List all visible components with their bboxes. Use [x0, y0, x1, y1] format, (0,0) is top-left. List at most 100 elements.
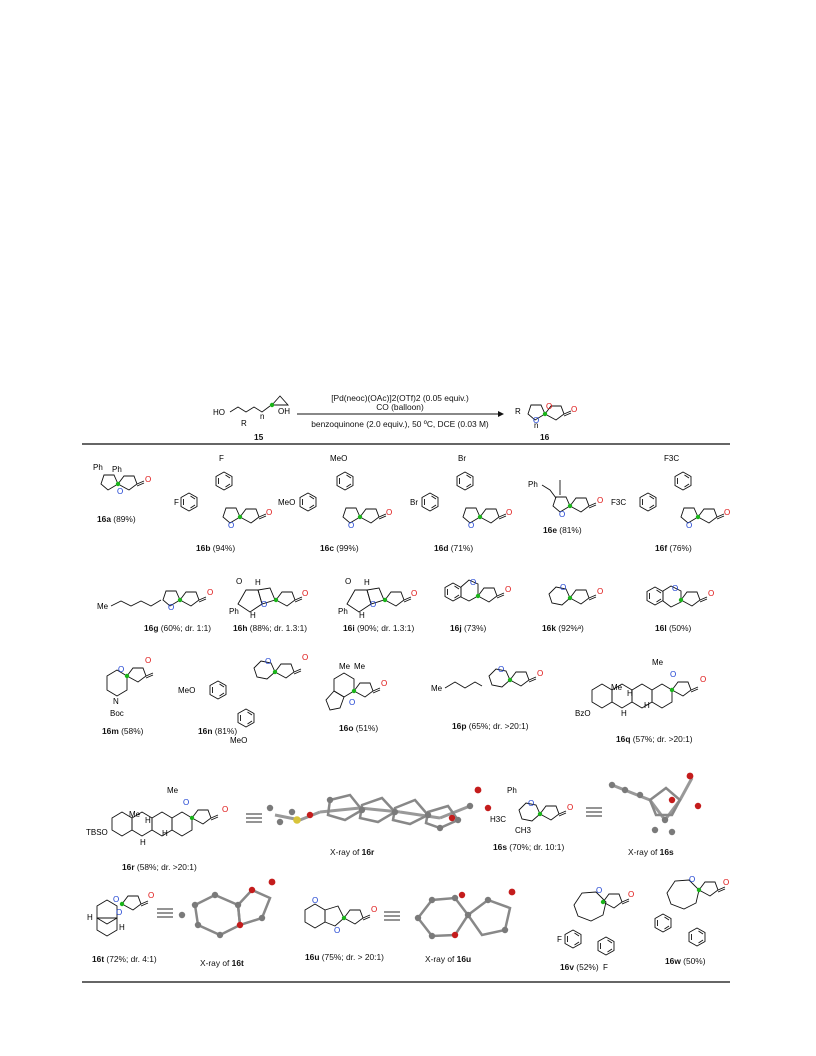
svg-text:X-ray of 16r: X-ray of 16r	[330, 847, 375, 857]
svg-text:MeO: MeO	[178, 686, 195, 695]
xray-16t-model: X-ray of 16t	[178, 878, 276, 968]
svg-text:Ph: Ph	[112, 465, 122, 474]
svg-text:F: F	[557, 935, 562, 944]
svg-text:16e (81%): 16e (81%)	[543, 525, 582, 535]
svg-text:Me: Me	[339, 662, 351, 671]
svg-text:H: H	[145, 816, 151, 825]
svg-text:16k (92%ᵃ): 16k (92%ᵃ)	[542, 623, 584, 633]
svg-text:O: O	[670, 670, 676, 679]
svg-text:CO (balloon): CO (balloon)	[376, 402, 424, 412]
svg-text:R: R	[515, 407, 521, 416]
svg-text:H: H	[644, 701, 650, 710]
svg-text:16h (88%; dr. 1.3:1): 16h (88%; dr. 1.3:1)	[233, 623, 307, 633]
svg-text:Me: Me	[354, 662, 366, 671]
svg-text:16g (60%; dr. 1:1): 16g (60%; dr. 1:1)	[144, 623, 211, 633]
svg-text:16b (94%): 16b (94%)	[196, 543, 235, 553]
svg-text:X-ray of 16t: X-ray of 16t	[200, 958, 244, 968]
svg-text:O: O	[117, 487, 123, 496]
svg-text:R: R	[241, 419, 247, 428]
svg-text:16s (70%; dr. 10:1): 16s (70%; dr. 10:1)	[493, 842, 564, 852]
svg-text:O: O	[386, 508, 392, 517]
compound-16a: Ph Ph O O 16a (89%)	[93, 463, 151, 524]
svg-text:Ph: Ph	[338, 607, 348, 616]
svg-text:O: O	[348, 521, 354, 530]
svg-text:O: O	[222, 805, 228, 814]
xray-16r-model: X-ray of 16r	[266, 786, 492, 857]
svg-text:O: O	[506, 508, 512, 517]
svg-text:O: O	[567, 803, 573, 812]
equivalence-sign	[586, 807, 602, 817]
svg-text:O: O	[560, 583, 566, 592]
svg-text:O: O	[505, 585, 511, 594]
svg-text:O: O	[528, 799, 534, 808]
svg-text:O: O	[689, 875, 695, 884]
svg-text:O: O	[470, 578, 476, 587]
svg-text:benzoquinone (2.0 equiv.), 50: benzoquinone (2.0 equiv.), 50 ºC, DCE (0…	[311, 419, 489, 429]
compound-16l: O O 16l (50%)	[646, 584, 714, 633]
svg-text:16t (72%; dr. 4:1): 16t (72%; dr. 4:1)	[92, 954, 157, 964]
svg-text:O: O	[411, 589, 417, 598]
svg-text:H: H	[140, 838, 146, 847]
svg-text:HO: HO	[213, 408, 225, 417]
xray-16s-model: X-ray of 16s	[608, 772, 702, 857]
svg-text:O: O	[113, 895, 119, 904]
svg-text:O: O	[672, 584, 678, 593]
compound-16e: Ph O O 16e (81%)	[528, 480, 603, 535]
svg-text:MeO: MeO	[330, 454, 347, 463]
svg-text:X-ray of 16u: X-ray of 16u	[425, 954, 471, 964]
equivalence-sign	[246, 813, 262, 823]
compound-16j: O O 16j (73%)	[444, 578, 511, 633]
svg-text:O: O	[686, 521, 692, 530]
svg-text:O: O	[468, 521, 474, 530]
svg-text:O: O	[168, 603, 174, 612]
svg-text:16m (58%): 16m (58%)	[102, 726, 144, 736]
svg-text:H: H	[359, 611, 365, 620]
svg-text:MeO: MeO	[278, 498, 295, 507]
svg-text:Me: Me	[611, 683, 623, 692]
svg-text:O: O	[302, 589, 308, 598]
compound-16m: O O N Boc 16m (58%)	[102, 656, 154, 736]
svg-text:16a (89%): 16a (89%)	[97, 514, 136, 524]
svg-text:O: O	[596, 886, 602, 895]
svg-text:16c (99%): 16c (99%)	[320, 543, 359, 553]
svg-text:16p (65%; dr. >20:1): 16p (65%; dr. >20:1)	[452, 721, 529, 731]
compound-16q: Me Me H H H O O BzO 16q (57%; dr. >20:1)	[575, 658, 706, 744]
svg-text:F: F	[603, 963, 608, 972]
svg-text:O: O	[118, 665, 124, 674]
svg-text:Me: Me	[97, 602, 109, 611]
svg-text:H: H	[250, 611, 256, 620]
svg-text:O: O	[334, 926, 340, 935]
svg-text:O: O	[236, 577, 242, 586]
svg-text:16i (90%; dr. 1.3:1): 16i (90%; dr. 1.3:1)	[343, 623, 414, 633]
svg-text:O: O	[302, 653, 308, 662]
compound-16k: O O 16k (92%ᵃ)	[542, 583, 603, 633]
compound-16p: Me O O 16p (65%; dr. >20:1)	[431, 665, 543, 731]
svg-text:O: O	[546, 402, 552, 411]
svg-text:16n (81%): 16n (81%)	[198, 726, 237, 736]
svg-text:Br: Br	[458, 454, 466, 463]
svg-text:H: H	[627, 689, 633, 698]
svg-text:Ph: Ph	[528, 480, 538, 489]
svg-text:Ph: Ph	[507, 786, 517, 795]
svg-text:F: F	[219, 454, 224, 463]
compound-16w: O O 16w (50%)	[654, 875, 729, 966]
svg-text:MeO: MeO	[230, 736, 247, 745]
svg-text:OH: OH	[278, 407, 290, 416]
svg-text:O: O	[537, 669, 543, 678]
compound-16n: MeO MeO O O 16n (81%)	[178, 653, 308, 745]
svg-text:F3C: F3C	[664, 454, 679, 463]
reaction-scheme: HO R n OH 15 [Pd(neoc)(OAc)]2(OTf)2 (0.0…	[213, 393, 577, 442]
xray-16u-model: X-ray of 16u	[414, 888, 516, 964]
svg-text:O: O	[724, 508, 730, 517]
svg-text:16u (75%; dr. > 20:1): 16u (75%; dr. > 20:1)	[305, 952, 384, 962]
compound-16u: O O O 16u (75%; dr. > 20:1)	[304, 896, 384, 962]
svg-text:O: O	[628, 890, 634, 899]
svg-text:O: O	[312, 896, 318, 905]
svg-text:H: H	[255, 578, 261, 587]
svg-text:O: O	[266, 508, 272, 517]
svg-text:TBSO: TBSO	[86, 828, 108, 837]
svg-text:O: O	[533, 416, 539, 425]
svg-text:[Pd(neoc)(OAc)]2(OTf)2 (0.05 e: [Pd(neoc)(OAc)]2(OTf)2 (0.05 equiv.)	[331, 393, 469, 403]
